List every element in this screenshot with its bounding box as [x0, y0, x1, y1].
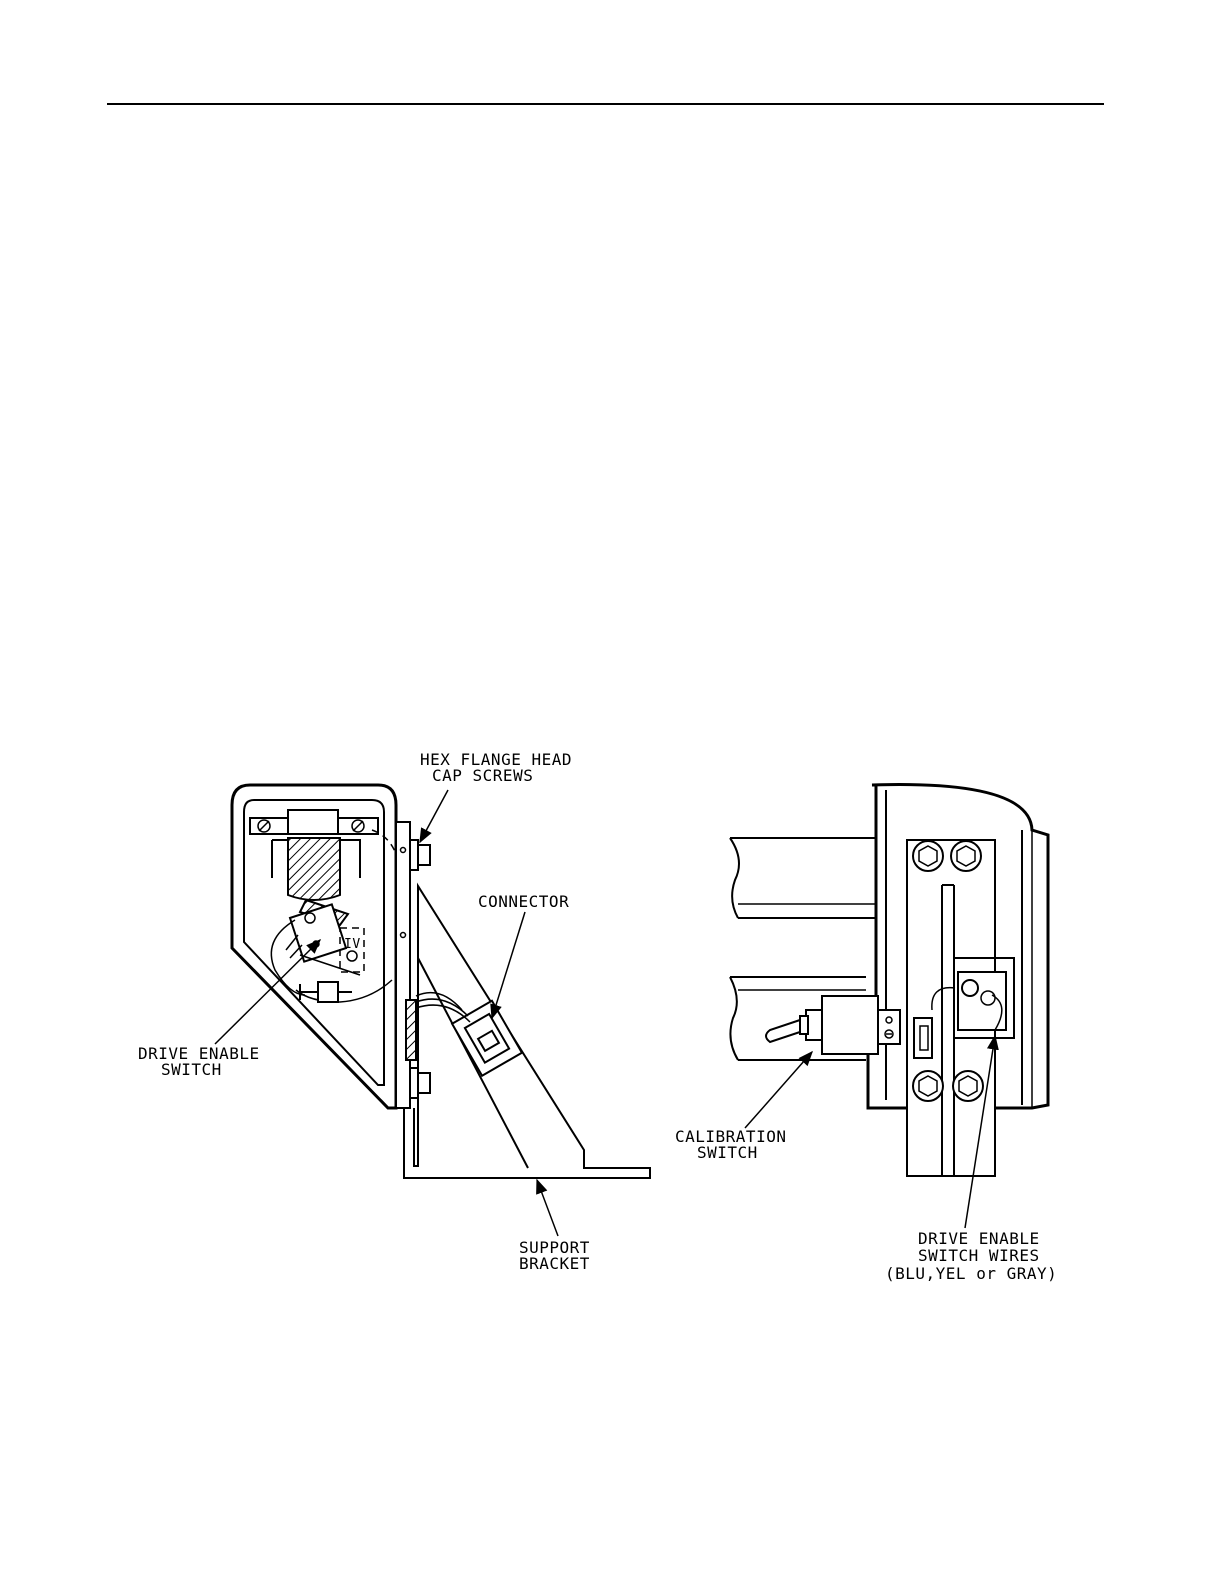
right-view-calibration-assembly: CALIBRATION SWITCH DRIVE ENABLE SWITCH W…	[675, 785, 1057, 1283]
handle-tube-upper	[730, 838, 876, 918]
label-drive-enable-line2: SWITCH	[161, 1060, 222, 1079]
label-hex-flange-line2: CAP SCREWS	[432, 766, 533, 785]
hex-bolt-bottom-left-icon	[913, 1071, 943, 1101]
hex-bolt-top-right-icon	[951, 841, 981, 871]
support-bracket	[404, 886, 650, 1178]
hex-bolt-bottom-right-icon	[953, 1071, 983, 1101]
leader-calibration-switch	[745, 1052, 812, 1128]
leader-connector	[492, 912, 525, 1018]
hex-flange-cap-screw-bottom	[410, 1068, 430, 1098]
label-calibration-line2: SWITCH	[697, 1143, 758, 1162]
mounting-plate	[396, 822, 410, 1108]
pedal-plunger	[288, 838, 340, 900]
hex-flange-cap-screw-top	[410, 840, 430, 870]
label-support-line2: BRACKET	[519, 1254, 590, 1273]
svg-text:IV: IV	[344, 937, 361, 952]
label-wires-line3: (BLU,YEL or GRAY)	[885, 1264, 1057, 1283]
leader-support-bracket	[537, 1180, 558, 1236]
wire-connector	[416, 993, 522, 1076]
leader-hex-flange	[420, 790, 448, 842]
drive-enable-microswitch: IV	[286, 904, 364, 975]
hex-bolt-top-left-icon	[913, 841, 943, 871]
label-connector: CONNECTOR	[478, 892, 569, 911]
left-view-drive-enable-assembly: IV	[138, 750, 650, 1273]
calibration-toggle-switch	[766, 996, 900, 1054]
label-wires-line2: SWITCH WIRES	[918, 1246, 1040, 1265]
